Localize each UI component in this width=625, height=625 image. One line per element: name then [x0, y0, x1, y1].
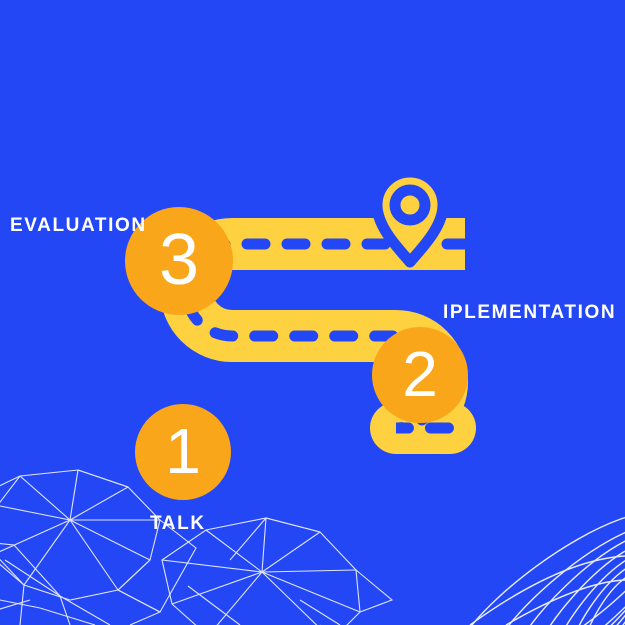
- step-marker-1[interactable]: 1: [135, 404, 231, 500]
- step-marker-2[interactable]: 2: [372, 327, 468, 423]
- step-label-implementation: IPLEMENTATION: [443, 302, 617, 323]
- step-label-evaluation: EVALUATION: [10, 215, 147, 236]
- step-number-3: 3: [158, 220, 200, 300]
- step-marker-3[interactable]: 3: [125, 207, 233, 315]
- step-label-talk: TALK: [150, 513, 206, 534]
- step-number-2: 2: [402, 338, 438, 410]
- step-number-1: 1: [165, 415, 201, 487]
